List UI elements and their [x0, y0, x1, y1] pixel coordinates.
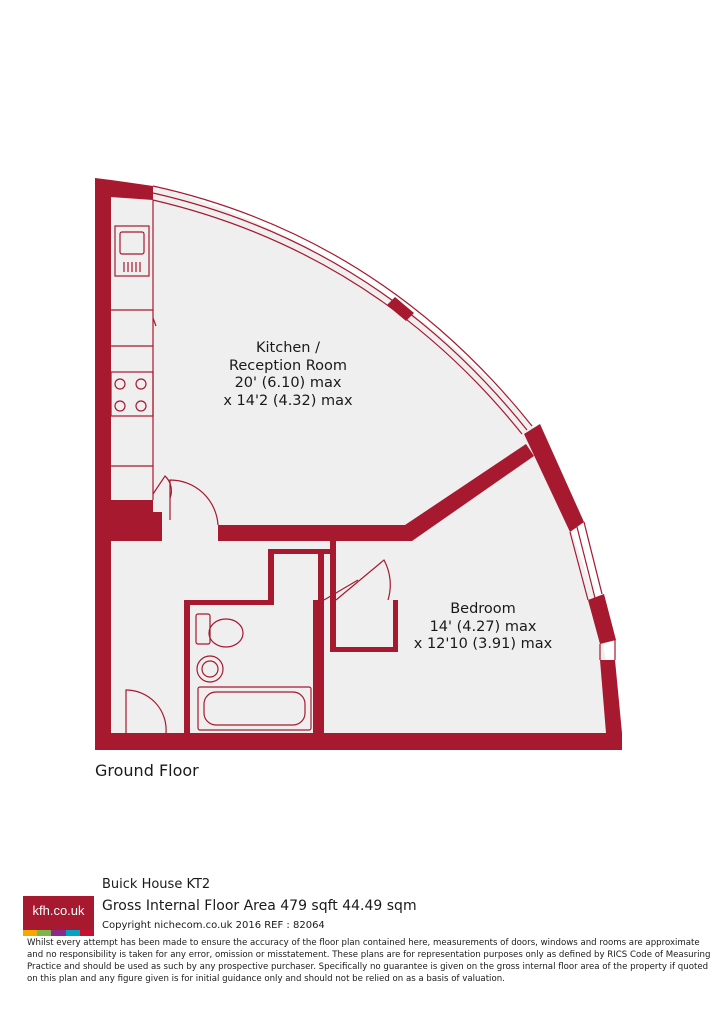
- logo-bar-segment: [37, 930, 52, 936]
- corridor-wall-left: [111, 500, 153, 541]
- logo-color-bar: [23, 930, 95, 936]
- sink-icon: [114, 225, 150, 277]
- kitchen-dimension-1: 20' (6.10) max: [234, 375, 342, 391]
- bedroom-name: Bedroom: [450, 601, 516, 617]
- floor-label: Ground Floor: [95, 761, 199, 780]
- copyright-text: Copyright nichecom.co.uk 2016 REF : 8206…: [102, 920, 325, 931]
- outer-walls: [95, 178, 622, 750]
- kitchen-cupboard-door: [152, 475, 172, 499]
- bedroom-wardrobe-wall: [330, 541, 336, 652]
- logo-bar-segment: [79, 930, 95, 936]
- hob-icon: [110, 371, 154, 417]
- floor-area: [95, 178, 622, 750]
- toilet-icon: [208, 618, 244, 648]
- bath-wall-vertical: [268, 549, 274, 605]
- bath-wall-left: [184, 600, 190, 733]
- floor-area-text: Gross Internal Floor Area 479 sqft 44.49…: [102, 898, 417, 914]
- logo-bar-segment: [23, 930, 38, 936]
- internal-walls: [111, 444, 534, 733]
- logo-text: kfh.co.uk: [32, 903, 85, 918]
- logo-bar-segment: [65, 930, 80, 936]
- east-wall-mid: [588, 594, 616, 644]
- kitchen-dimension-2: x 14'2 (4.32) max: [223, 392, 353, 409]
- south-wall: [95, 733, 622, 750]
- kitchen-name-line2: Reception Room: [228, 357, 348, 374]
- agency-logo: kfh.co.uk: [23, 896, 95, 936]
- bedroom-door: [335, 559, 391, 601]
- bath-right-wall: [313, 600, 318, 733]
- east-wall-lower: [600, 660, 622, 733]
- kitchen-units: [110, 200, 157, 500]
- wardrobe-bottom: [336, 647, 398, 652]
- east-wall-upper: [524, 424, 584, 532]
- bath-wall-top: [184, 600, 274, 605]
- cupboard-door: [323, 579, 359, 601]
- entrance-door: [125, 689, 167, 734]
- bedroom-dimension-1: 14' (4.27) max: [429, 618, 537, 635]
- hall-wall-stub: [153, 512, 162, 541]
- cupboard-wall-top: [268, 549, 330, 554]
- basin-icon: [196, 655, 224, 683]
- north-wall-stub: [111, 180, 153, 200]
- kitchen-door: [169, 479, 219, 526]
- bedroom-dimension-2: x 12'10 (3.91) max: [413, 636, 553, 652]
- kitchen-reception-label: Kitchen / Reception Room 20' (6.10) max …: [188, 340, 388, 410]
- kitchen-bedroom-wall: [218, 444, 534, 541]
- bath-bedroom-wall: [318, 549, 324, 733]
- wall-pier: [387, 297, 414, 321]
- curved-window: [136, 184, 616, 660]
- bedroom-label: Bedroom 14' (4.27) max x 12'10 (3.91) ma…: [398, 601, 568, 654]
- disclaimer-text: Whilst every attempt has been made to en…: [27, 938, 711, 984]
- doors: [125, 475, 391, 734]
- kitchen-name-line1: Kitchen /: [256, 340, 320, 356]
- property-name: Buick House KT2: [102, 877, 211, 892]
- bath-icon: [197, 686, 312, 731]
- logo-bar-segment: [51, 930, 66, 936]
- west-wall: [95, 178, 111, 750]
- wardrobe-right: [393, 600, 398, 652]
- bathroom-fittings: [195, 613, 312, 731]
